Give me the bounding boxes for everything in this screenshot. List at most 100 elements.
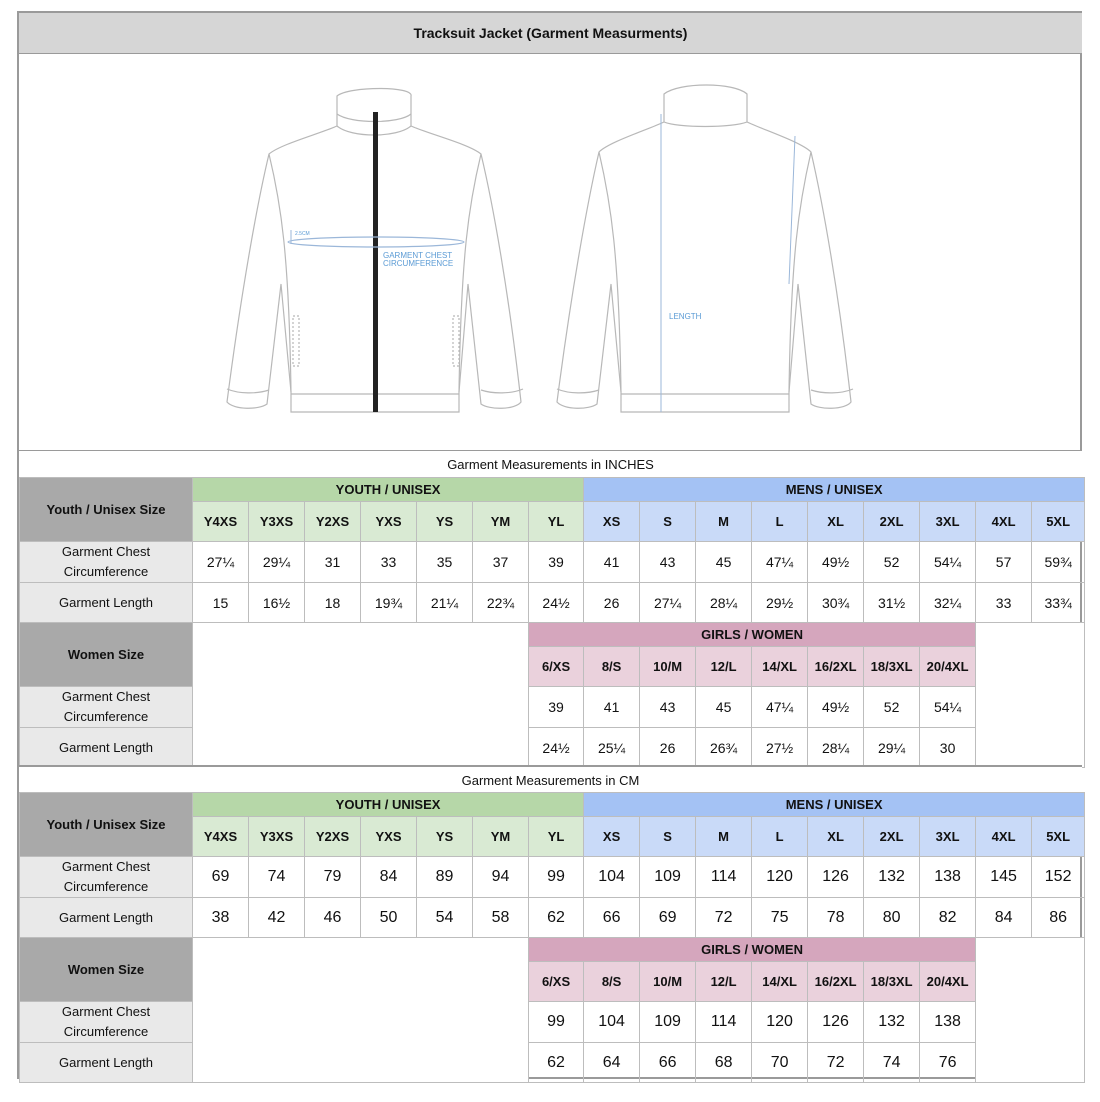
mens-chest-value: 138 (919, 856, 977, 898)
mens-chest-value: 47¼ (751, 541, 809, 583)
girls-size-cell: 8/S (583, 646, 641, 687)
girls-length-row-label: Garment Length (19, 727, 193, 768)
youth-group-header: YOUTH / UNISEX (191, 792, 585, 817)
girls-chest-value: 114 (695, 1001, 753, 1043)
youth-length-value: 50 (360, 897, 417, 938)
youth-chest-value: 37 (472, 541, 529, 583)
mens-length-value: 86 (1031, 897, 1086, 938)
empty-area (192, 622, 529, 768)
mens-chest-value: 126 (807, 856, 865, 898)
girls-chest-value: 43 (639, 686, 697, 728)
girls-length-value: 74 (863, 1042, 921, 1083)
youth-size-cell: Y2XS (304, 501, 361, 542)
girls-length-value: 64 (583, 1042, 641, 1083)
youth-size-cell: YM (472, 501, 529, 542)
mens-length-value: 80 (863, 897, 921, 938)
girls-length-row-label: Garment Length (19, 1042, 193, 1083)
youth-size-cell: YM (472, 816, 529, 857)
mens-size-cell: L (751, 501, 809, 542)
back-jacket-drawing (556, 84, 854, 413)
mens-chest-value: 114 (695, 856, 753, 898)
youth-size-cell: YL (527, 501, 585, 542)
girls-length-value: 25¼ (583, 727, 641, 768)
girls-chest-value: 52 (863, 686, 921, 728)
chest-label-line2: Circumference (63, 564, 149, 579)
youth-chest-value: 84 (360, 856, 417, 898)
mens-chest-value: 43 (639, 541, 697, 583)
youth-size-label: Youth / Unisex Size (19, 792, 193, 857)
youth-chest-value: 27¼ (192, 541, 249, 583)
girls-chest-value: 45 (695, 686, 753, 728)
girls-length-value: 66 (639, 1042, 697, 1083)
mens-length-value: 30¾ (807, 582, 865, 623)
mens-length-value: 78 (807, 897, 865, 938)
youth-chest-value: 29¼ (248, 541, 305, 583)
mens-length-value: 66 (583, 897, 641, 938)
girls-size-cell: 8/S (583, 961, 641, 1002)
girls-chest-value: 120 (751, 1001, 809, 1043)
girls-length-value: 76 (919, 1042, 977, 1083)
girls-size-cell: 18/3XL (863, 646, 921, 687)
youth-chest-value: 33 (360, 541, 417, 583)
mens-length-value: 82 (919, 897, 977, 938)
empty-area (975, 622, 1086, 768)
youth-size-cell: YXS (360, 816, 417, 857)
mens-length-value: 31½ (863, 582, 921, 623)
mens-size-cell: 2XL (863, 816, 921, 857)
youth-size-cell: Y3XS (248, 501, 305, 542)
youth-size-cell: YS (416, 816, 473, 857)
mens-size-cell: L (751, 816, 809, 857)
mens-size-cell: XS (583, 816, 641, 857)
empty-area (975, 937, 1086, 1083)
girls-size-cell: 10/M (639, 646, 697, 687)
youth-chest-value: 31 (304, 541, 361, 583)
chest-measure-line (287, 236, 465, 248)
side-measure-line (788, 135, 796, 285)
mens-size-cell: S (639, 501, 697, 542)
girls-length-value: 68 (695, 1042, 753, 1083)
youth-length-value: 22¾ (472, 582, 529, 623)
mens-length-value: 29½ (751, 582, 809, 623)
girls-size-cell: 18/3XL (863, 961, 921, 1002)
youth-length-value: 18 (304, 582, 361, 623)
chest-label-line1: Garment Chest (61, 859, 151, 874)
mens-chest-value: 120 (751, 856, 809, 898)
chest-label-line1: Garment Chest (61, 544, 151, 559)
girls-chest-value: 132 (863, 1001, 921, 1043)
girls-chest-value: 138 (919, 1001, 977, 1043)
chest-label-line1: Garment Chest (61, 689, 151, 704)
girls-length-value: 30 (919, 727, 977, 768)
youth-length-value: 38 (192, 897, 249, 938)
girls-length-value: 26¾ (695, 727, 753, 768)
youth-length-value: 21¼ (416, 582, 473, 623)
girls-size-cell: 14/XL (751, 646, 809, 687)
mens-size-cell: 2XL (863, 501, 921, 542)
chest-label-line1: GARMENT CHEST (383, 251, 452, 260)
youth-chest-value: 74 (248, 856, 305, 898)
girls-size-cell: 16/2XL (807, 961, 865, 1002)
girls-size-cell: 10/M (639, 961, 697, 1002)
girls-length-value: 24½ (527, 727, 585, 768)
youth-length-value: 24½ (527, 582, 585, 623)
youth-chest-value: 69 (192, 856, 249, 898)
youth-chest-value: 89 (416, 856, 473, 898)
youth-length-value: 62 (527, 897, 585, 938)
mens-length-value: 26 (583, 582, 641, 623)
mens-chest-value: 104 (583, 856, 641, 898)
mens-size-cell: 3XL (919, 501, 977, 542)
mens-length-value: 69 (639, 897, 697, 938)
girls-chest-value: 41 (583, 686, 641, 728)
mens-chest-value: 132 (863, 856, 921, 898)
mens-size-cell: 5XL (1031, 816, 1086, 857)
mens-size-cell: 4XL (975, 816, 1033, 857)
